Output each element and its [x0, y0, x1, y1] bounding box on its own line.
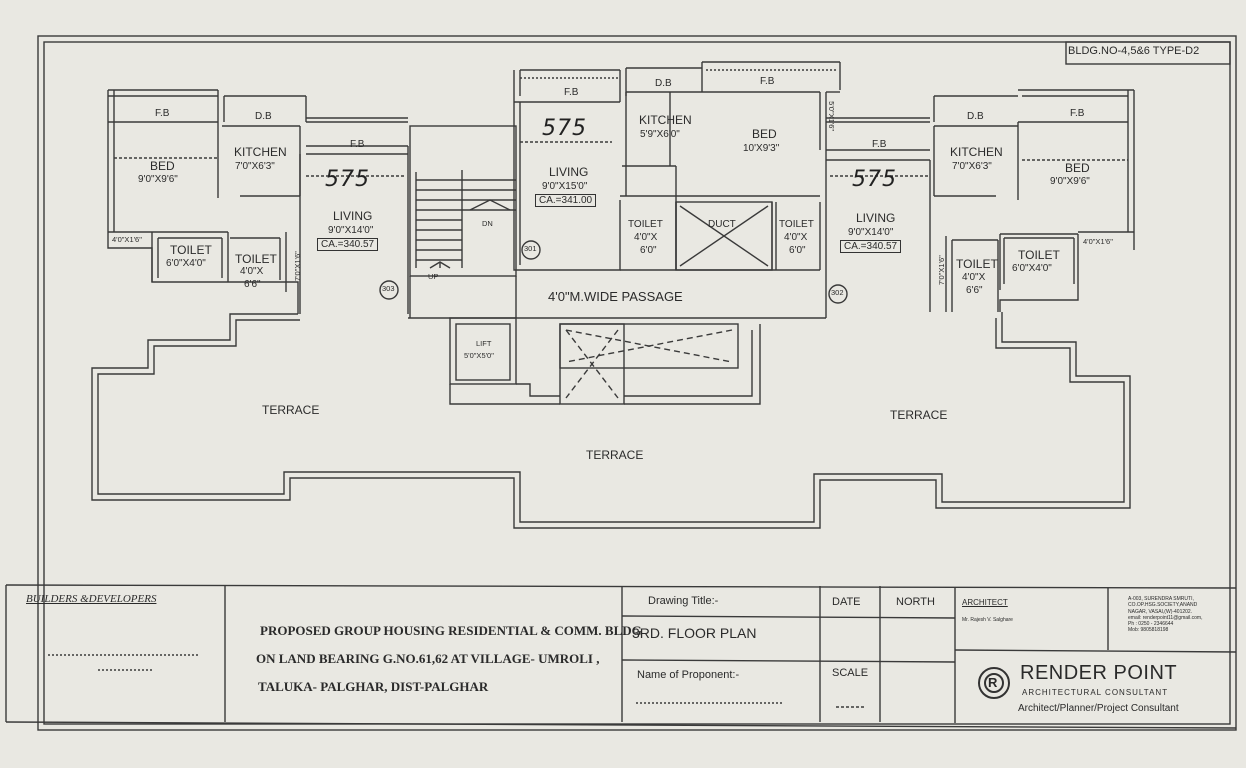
center-bed-size: 10'X9'3"	[743, 143, 780, 154]
architect-address: A-003, SURENDRA SMRUTI, CO.OP.HSG.SOCIET…	[1128, 596, 1203, 634]
passage-label: 4'0"M.WIDE PASSAGE	[548, 289, 683, 304]
architect-label: ARCHITECT	[962, 598, 1008, 607]
scale-label: SCALE	[832, 667, 869, 679]
center-toilet2-size-a: 4'0"X	[784, 232, 808, 243]
left-kitchen-size: 7'0"X6'3"	[235, 161, 275, 172]
left-ledge-size: 4'0"X1'6"	[112, 235, 142, 244]
project-line-1: PROPOSED GROUP HOUSING RESIDENTIAL & COM…	[260, 623, 642, 638]
right-fb2-label: F.B	[1070, 108, 1085, 119]
center-toilet2-size-b: 6'0"	[789, 245, 806, 256]
right-living-name: LIVING	[856, 211, 896, 225]
architect-name: Mr. Rajesh V. Salghare	[962, 617, 1013, 623]
outer-border	[37, 35, 1237, 731]
left-db-label: D.B	[255, 111, 272, 122]
left-living-size: 9'0"X14'0"	[328, 225, 374, 236]
flat-303-number: 303	[382, 284, 395, 293]
right-living-carpet-area: CA.=340.57	[840, 240, 902, 253]
left-bed-name: BED	[150, 159, 175, 173]
center-db-label: D.B	[655, 78, 672, 89]
center-kitchen-size: 5'9"X6'0"	[640, 129, 680, 140]
left-toilet2-name: TOILET	[235, 252, 277, 266]
terrace-left-label: TERRACE	[262, 403, 320, 417]
north-label: NORTH	[896, 596, 935, 608]
date-label: DATE	[832, 596, 861, 608]
center-living-size: 9'0"X15'0"	[542, 181, 588, 192]
right-area-note: 575	[852, 167, 897, 192]
center-balcony-size: 5'0"X1'6"	[827, 101, 837, 132]
left-duct-size: 7'0"X1'6"	[292, 251, 302, 282]
left-area-note: 575	[325, 167, 370, 192]
right-toilet2-size-b: 6'6"	[966, 285, 983, 296]
left-toilet2-size-a: 4'0"X	[240, 266, 264, 277]
proponent-label: Name of Proponent:-	[637, 669, 740, 681]
firm-name: RENDER POINT	[1020, 662, 1178, 684]
left-living-carpet-area: CA.=340.57	[317, 238, 379, 251]
left-toilet1-size: 6'0"X4'0"	[166, 258, 206, 269]
flat-302-number: 302	[831, 288, 844, 297]
terrace-right-label: TERRACE	[890, 408, 948, 422]
drawing-title-label: Drawing Title:-	[648, 595, 719, 607]
logo-letter: R	[988, 675, 998, 690]
render-point-logo	[978, 667, 1010, 699]
center-fb-label: F.B	[564, 87, 579, 98]
right-fb-label: F.B	[872, 139, 887, 150]
bldg-number: BLDG.NO-4,5&6 TYPE-D2	[1068, 45, 1200, 57]
lift-label: LIFT	[476, 339, 492, 348]
stair-up-label: UP	[428, 272, 439, 281]
project-line-2: ON LAND BEARING G.NO.61,62 AT VILLAGE- U…	[256, 651, 600, 666]
left-kitchen-name: KITCHEN	[234, 145, 287, 159]
stair-dn-label: DN	[482, 219, 493, 228]
center-fb2-label: F.B	[760, 76, 775, 87]
center-living-name: LIVING	[549, 165, 589, 179]
center-toilet1-name: TOILET	[628, 219, 663, 230]
lift-size: 5'0"X5'0"	[464, 351, 494, 360]
builders-heading: BUILDERS &DEVELOPERS	[26, 593, 157, 605]
center-living-carpet-area: CA.=341.00	[535, 194, 597, 207]
center-toilet1-size-b: 6'0"	[640, 245, 657, 256]
firm-subtitle: ARCHITECTURAL CONSULTANT	[1022, 688, 1169, 697]
flat-301-number: 301	[524, 244, 537, 253]
right-kitchen-size: 7'0"X6'3"	[952, 161, 992, 172]
terrace-center-label: TERRACE	[586, 448, 644, 462]
center-kitchen-name: KITCHEN	[639, 113, 692, 127]
right-bed-name: BED	[1065, 161, 1090, 175]
right-kitchen-name: KITCHEN	[950, 145, 1003, 159]
center-toilet2-name: TOILET	[779, 219, 814, 230]
firm-roles: Architect/Planner/Project Consultant	[1018, 703, 1179, 714]
left-fb2-label: F.B	[350, 139, 365, 150]
right-toilet1-size: 6'0"X4'0"	[1012, 263, 1052, 274]
duct-label: DUCT	[708, 219, 736, 230]
right-living-size: 9'0"X14'0"	[848, 227, 894, 238]
right-bed-size: 9'0"X9'6"	[1050, 176, 1090, 187]
center-toilet1-size-a: 4'0"X	[634, 232, 658, 243]
inner-border	[43, 41, 1231, 725]
title-block-top-line	[5, 584, 1237, 589]
right-toilet1-name: TOILET	[1018, 248, 1060, 262]
center-area-note: 575	[542, 116, 587, 141]
left-toilet2-size-b: 6'6"	[244, 279, 261, 290]
left-toilet1-name: TOILET	[170, 243, 212, 257]
right-toilet2-name: TOILET	[956, 257, 998, 271]
right-ledge-size: 4'0"X1'6"	[1083, 237, 1113, 246]
right-db-label: D.B	[967, 111, 984, 122]
project-line-3: TALUKA- PALGHAR, DIST-PALGHAR	[258, 679, 489, 694]
right-duct-size: 7'0"X1'6"	[936, 255, 946, 286]
center-bed-name: BED	[752, 127, 777, 141]
left-fb-label: F.B	[155, 108, 170, 119]
left-bed-size: 9'0"X9'6"	[138, 174, 178, 185]
right-toilet2-size-a: 4'0"X	[962, 272, 986, 283]
drawing-title-value: 3RD. FLOOR PLAN	[632, 625, 757, 641]
left-living-name: LIVING	[333, 209, 373, 223]
